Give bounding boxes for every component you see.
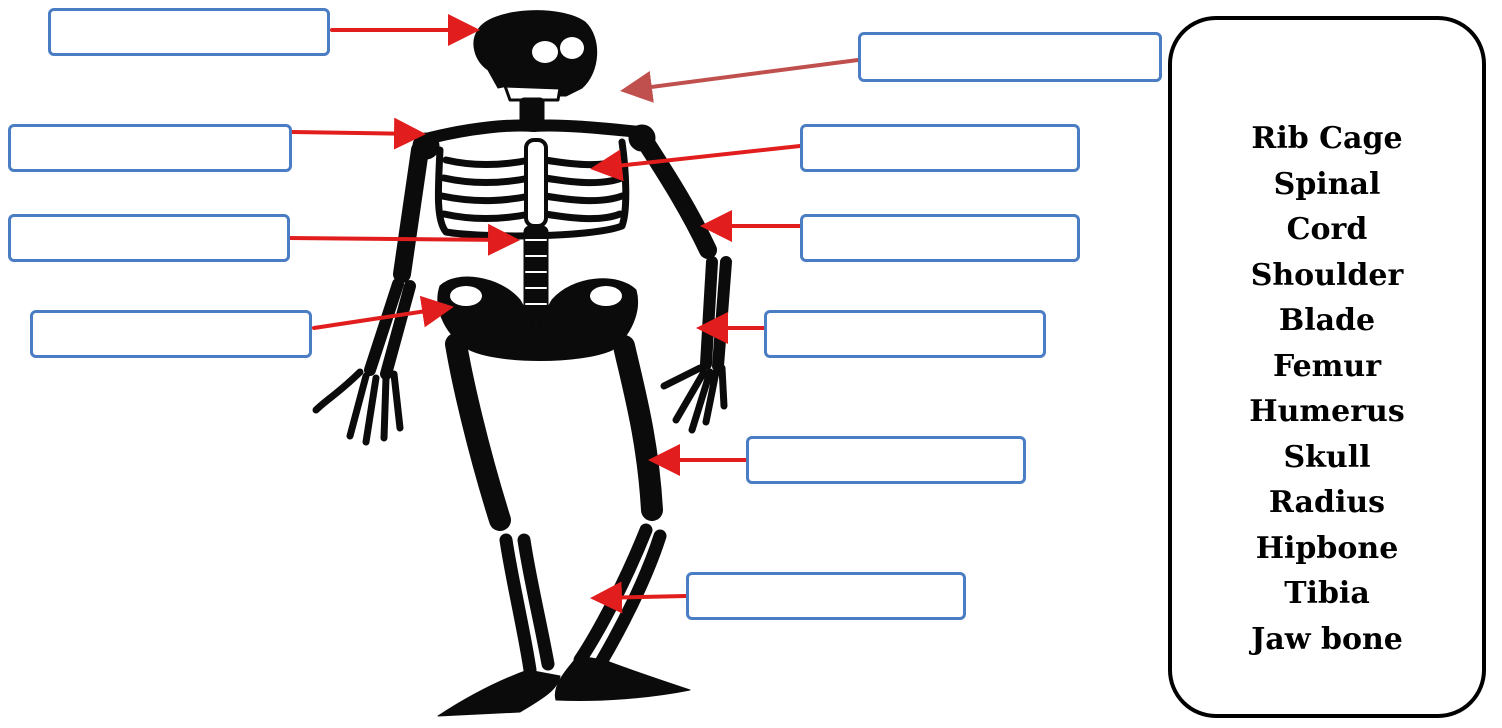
arrow-spine	[288, 238, 512, 240]
word-bank-item: Jaw bone	[1172, 617, 1482, 663]
skeleton-illustration	[316, 11, 726, 716]
right-femur	[624, 346, 652, 510]
word-bank-item: Blade	[1172, 298, 1482, 344]
word-bank-item: Skull	[1172, 435, 1482, 481]
label-box-spine[interactable]	[8, 214, 290, 262]
word-bank-item: Tibia	[1172, 571, 1482, 617]
word-bank-item: Spinal	[1172, 162, 1482, 208]
label-box-radius[interactable]	[764, 310, 1046, 358]
arrow-ribcage	[598, 146, 800, 168]
word-bank-item: Rib Cage	[1172, 116, 1482, 162]
word-bank-item: Hipbone	[1172, 526, 1482, 572]
arrow-tibia	[598, 596, 686, 598]
label-box-ribcage[interactable]	[800, 124, 1080, 172]
left-humerus	[402, 150, 420, 274]
label-box-femur[interactable]	[746, 436, 1026, 484]
word-bank-item: Femur	[1172, 344, 1482, 390]
left-femur	[456, 344, 500, 520]
word-bank-item: Cord	[1172, 207, 1482, 253]
label-box-skull[interactable]	[48, 8, 330, 56]
word-bank-item: Humerus	[1172, 389, 1482, 435]
label-box-humerus[interactable]	[800, 214, 1080, 262]
spine	[524, 226, 548, 326]
label-box-shoulder[interactable]	[8, 124, 292, 172]
word-bank-item: Shoulder	[1172, 253, 1482, 299]
left-tibia	[506, 540, 548, 670]
arrow-jaw	[628, 60, 858, 90]
label-box-hip[interactable]	[30, 310, 312, 358]
label-box-tibia[interactable]	[686, 572, 966, 620]
arrow-shoulder	[292, 132, 418, 134]
word-bank: Rib Cage Spinal Cord Shoulder Blade Femu…	[1168, 16, 1486, 718]
word-list: Rib Cage Spinal Cord Shoulder Blade Femu…	[1172, 116, 1482, 662]
label-box-jaw[interactable]	[858, 32, 1162, 82]
word-bank-item: Radius	[1172, 480, 1482, 526]
